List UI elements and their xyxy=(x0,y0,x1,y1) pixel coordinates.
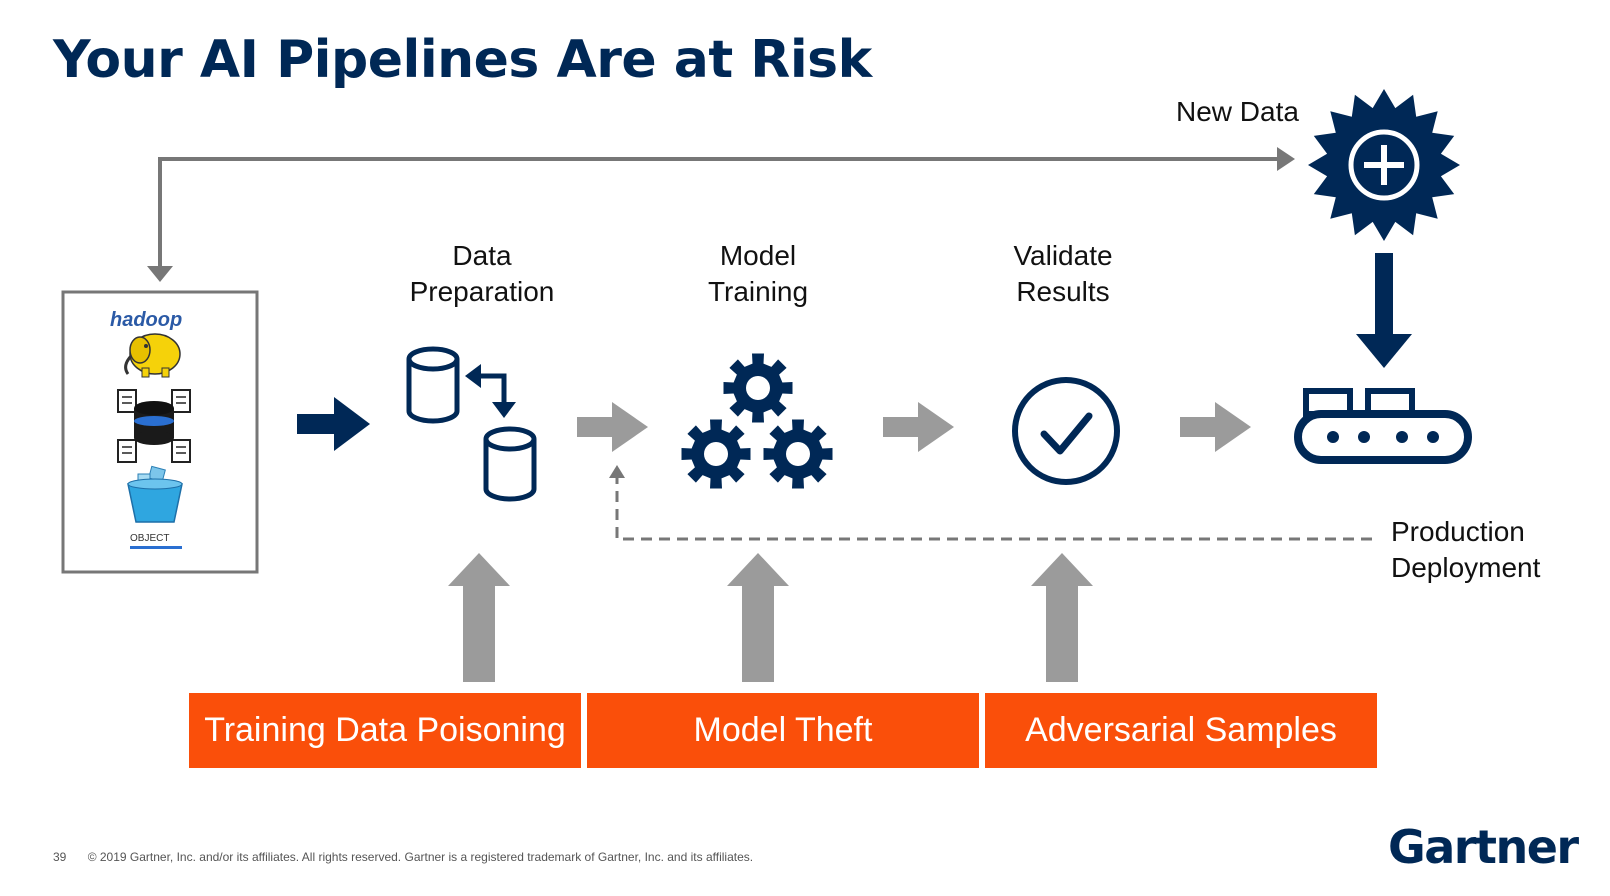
object-bucket-icon xyxy=(127,465,183,549)
process-arrow-1 xyxy=(577,402,648,452)
stage-label-new-data: New Data xyxy=(1176,94,1299,130)
stage-label-validate-results: Validate Results xyxy=(983,238,1143,310)
process-arrow-2 xyxy=(883,402,954,452)
stage-label-data-preparation: Data Preparation xyxy=(389,238,575,310)
stage-label-line: Data xyxy=(452,240,512,271)
copyright-text: © 2019 Gartner, Inc. and/or its affiliat… xyxy=(87,850,754,864)
page-number: 39 xyxy=(53,850,67,864)
object-storage-label: OBJECT xyxy=(130,533,169,544)
stage-label-line: Deployment xyxy=(1391,552,1541,583)
hadoop-logo-text: hadoop xyxy=(110,309,182,331)
footer: 39 © 2019 Gartner, Inc. and/or its affil… xyxy=(53,850,753,864)
gears-icon xyxy=(681,353,833,489)
feedback-arrowhead-right xyxy=(1277,147,1295,171)
risk-model-theft: Model Theft xyxy=(587,693,979,768)
dashed-feedback-line xyxy=(615,478,1372,541)
plus-ring xyxy=(1348,129,1420,201)
stage-label-line: Preparation xyxy=(409,276,555,307)
gear-hole xyxy=(746,376,770,400)
hadoop-elephant-icon xyxy=(124,333,181,378)
deploy-down-arrow xyxy=(1356,253,1412,368)
stage-label-line: New Data xyxy=(1176,96,1299,127)
threat-arrow-validate xyxy=(1031,553,1093,682)
database-documents-icon xyxy=(117,389,191,463)
feedback-loop-arrow xyxy=(158,157,1280,270)
process-arrow-3 xyxy=(1180,402,1251,452)
stage-label-model-training: Model Training xyxy=(675,238,841,310)
threat-arrow-model-training xyxy=(727,553,789,682)
checkmark-circle-icon xyxy=(1012,377,1120,485)
conveyor-belt-icon xyxy=(1294,388,1472,464)
stage-label-line: Model xyxy=(719,240,797,271)
stage-label-production-deployment: Production Deployment xyxy=(1391,514,1540,586)
gear-hole xyxy=(786,442,810,466)
gear-hole xyxy=(704,442,728,466)
stage-label-line: Results xyxy=(1016,276,1110,307)
transfer-arrowhead-down xyxy=(492,402,516,418)
risk-training-data-poisoning: Training Data Poisoning xyxy=(189,693,581,768)
gartner-logo: Gartner xyxy=(1388,820,1579,874)
feedback-arrowhead-down xyxy=(147,266,173,282)
stage-label-line: Production xyxy=(1391,516,1525,547)
dashed-feedback-arrowhead xyxy=(609,465,625,478)
ingest-arrow xyxy=(297,397,370,451)
threat-arrow-data-prep xyxy=(448,553,510,682)
stage-label-line: Training xyxy=(707,276,809,307)
risk-adversarial-samples: Adversarial Samples xyxy=(985,693,1377,768)
stage-label-line: Validate xyxy=(1013,240,1113,271)
new-data-plus-icon xyxy=(1308,89,1460,241)
page-title: Your AI Pipelines Are at Risk xyxy=(53,30,872,90)
data-transfer-icon xyxy=(406,346,537,502)
transfer-arrowhead-left xyxy=(465,364,481,388)
